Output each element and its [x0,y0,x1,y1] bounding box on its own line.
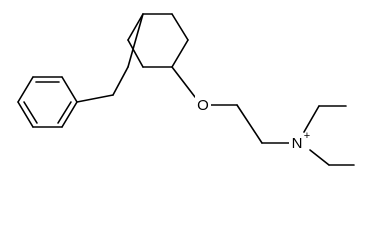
nitrogen-atom: N + [289,130,310,152]
nitrogen-substituents [303,105,355,166]
oxygen-atom: O [195,95,211,114]
central-phenyl-ring [127,13,189,68]
nitrogen-label: N [292,135,303,152]
molecule-structure-diagram: O N + [17,13,355,166]
oxygen-label: O [197,97,209,114]
nitrogen-charge-label: + [304,130,310,142]
methylene-bridge [76,66,129,103]
benzyl-phenyl-ring [17,76,78,128]
ether-side-chain [171,66,291,144]
